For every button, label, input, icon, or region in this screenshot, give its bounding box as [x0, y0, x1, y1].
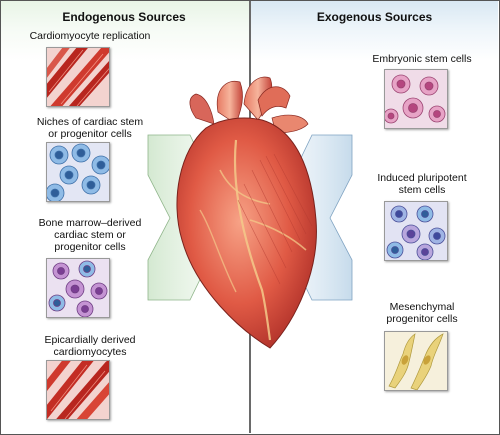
label-mesenchymal: Mesenchymal progenitor cells: [386, 301, 458, 325]
label-bone-marrow: Bone marrow–derived cardiac stem or prog…: [38, 217, 142, 253]
label-cardiac-niches: Niches of cardiac stem or progenitor cel…: [36, 116, 144, 140]
label-ipsc: Induced pluripotent stem cells: [377, 172, 467, 196]
exogenous-header: Exogenous Sources: [316, 10, 433, 24]
bone-marrow-tile: [46, 258, 110, 318]
label-embryonic: Embryonic stem cells: [372, 53, 472, 65]
label-epicardial: Epicardially derived cardiomyocytes: [44, 334, 136, 358]
cardiomyocyte-tile: [46, 47, 110, 107]
ipsc-tile: [384, 201, 448, 261]
endogenous-header: Endogenous Sources: [62, 10, 186, 24]
label-cardiomyocyte-replication: Cardiomyocyte replication: [29, 30, 151, 42]
cardiac-niche-tile: [46, 142, 110, 202]
epicardial-tile: [46, 360, 110, 420]
embryonic-tile: [384, 69, 448, 129]
mesenchymal-tile: [384, 331, 448, 391]
